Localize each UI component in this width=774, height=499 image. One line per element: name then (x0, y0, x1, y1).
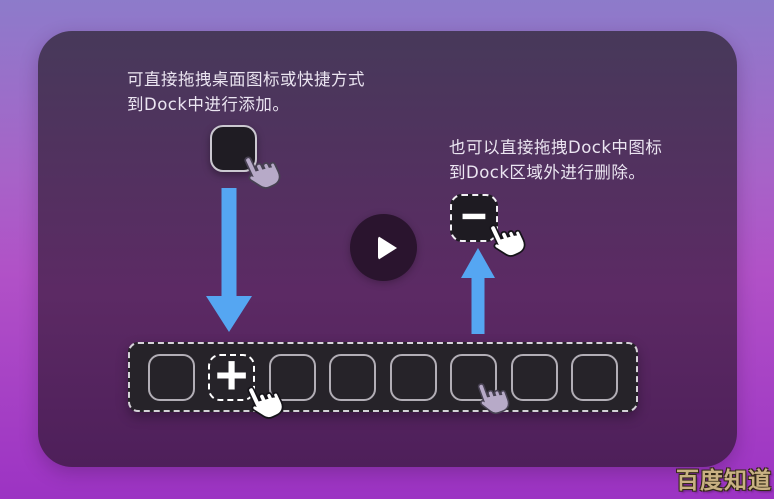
instruction-remove-line2: 到Dock区域外进行删除。 (449, 163, 646, 182)
baidu-zhidao-watermark: 百度知道 (676, 468, 772, 494)
hand-cursor-dock-icon (463, 374, 516, 426)
hand-cursor-add-icon (232, 374, 292, 433)
hand-cursor-remove-icon (474, 212, 534, 271)
play-button[interactable] (350, 214, 417, 281)
dock-slot-5[interactable] (389, 353, 437, 401)
dock-bar: + (128, 342, 638, 412)
dock-slot-4[interactable] (329, 353, 377, 401)
dock-slot-8[interactable] (571, 353, 619, 401)
hand-cursor-desktop-icon (229, 144, 289, 203)
dock-slot-6[interactable] (450, 353, 498, 401)
arrow-down-icon (206, 188, 252, 332)
dock-slot-1[interactable] (147, 353, 195, 401)
play-icon (377, 235, 397, 260)
instruction-remove-from-dock: 也可以直接拖拽Dock中图标 到Dock区域外进行删除。 (449, 135, 662, 185)
dock-slot-add[interactable]: + (208, 348, 256, 401)
arrow-up-icon (461, 248, 495, 334)
instruction-add-line2: 到Dock中进行添加。 (127, 95, 290, 114)
dock-slot-3[interactable] (268, 353, 316, 401)
minus-badge-icon[interactable]: − (450, 194, 498, 242)
arrow-up-shape (461, 248, 495, 334)
instruction-add-to-dock: 可直接拖拽桌面图标或快捷方式 到Dock中进行添加。 (127, 67, 365, 117)
plus-symbol: + (213, 348, 251, 400)
minus-symbol: − (459, 196, 489, 236)
arrow-down-shape (206, 188, 252, 332)
instruction-remove-line1: 也可以直接拖拽Dock中图标 (449, 138, 663, 157)
dock-slot-7[interactable] (510, 353, 558, 401)
instruction-add-line1: 可直接拖拽桌面图标或快捷方式 (127, 70, 365, 89)
